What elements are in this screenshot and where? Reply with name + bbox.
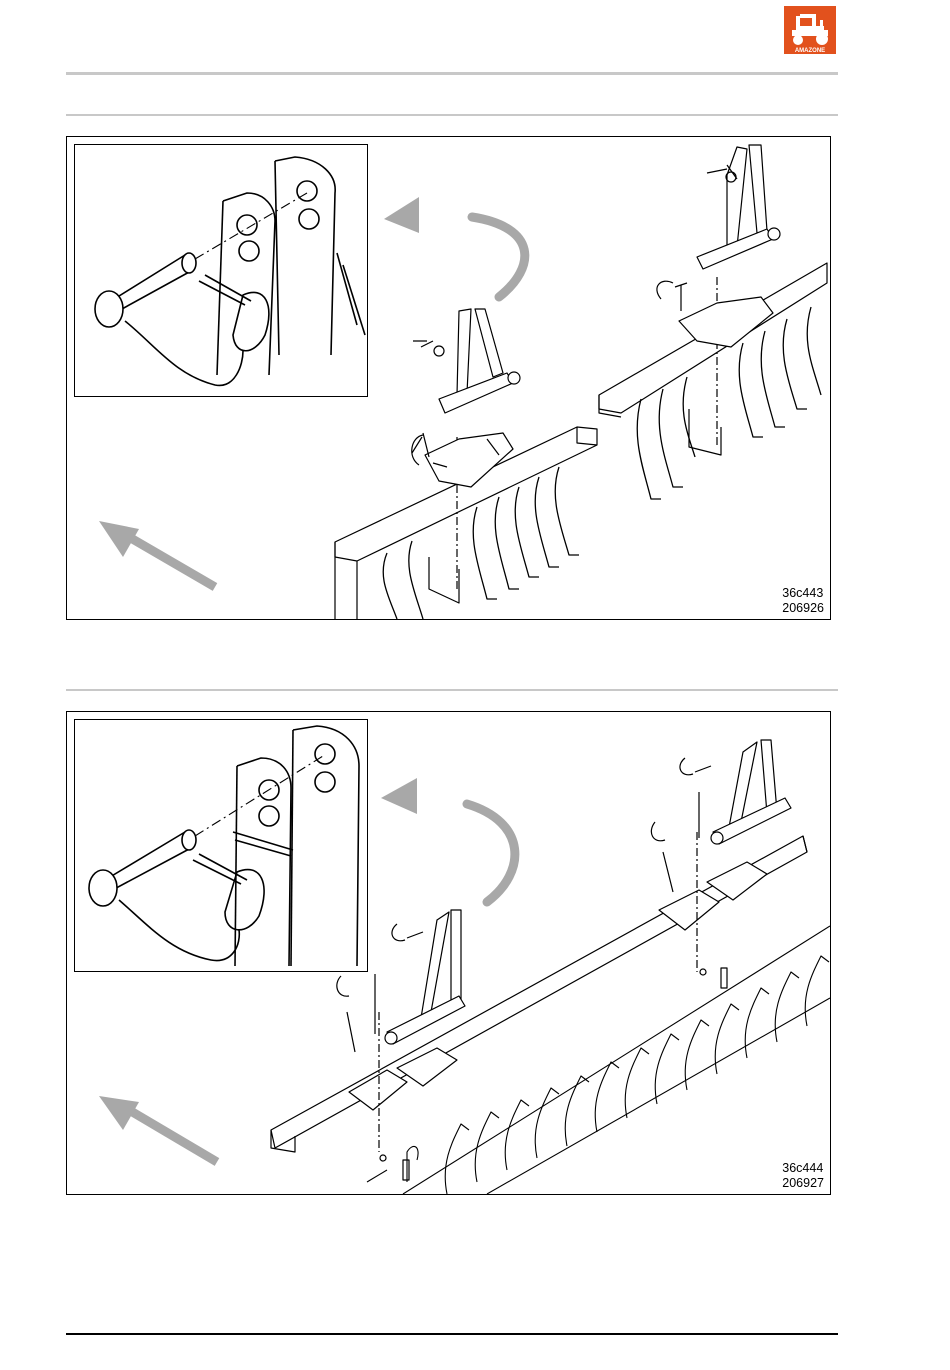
figure-code-line2: 206927 bbox=[782, 1176, 824, 1191]
figure-code-line1: 36c443 bbox=[782, 586, 824, 601]
section-rule bbox=[66, 114, 838, 116]
footer-rule bbox=[66, 1333, 838, 1335]
logo-text: AMAZONE bbox=[795, 48, 825, 54]
linch-pin-detail-icon bbox=[74, 144, 368, 397]
amazone-tractor-logo-icon: AMAZONE bbox=[784, 6, 836, 54]
header-rule bbox=[66, 72, 838, 75]
linch-pin-detail-icon bbox=[74, 719, 368, 972]
section-rule bbox=[66, 689, 838, 691]
figure-code: 36c444 206927 bbox=[782, 1161, 824, 1191]
figure-1: 36c443 206926 bbox=[66, 136, 831, 620]
figure-code: 36c443 206926 bbox=[782, 586, 824, 616]
figure-2: 36c444 206927 bbox=[66, 711, 831, 1195]
figure-code-line2: 206926 bbox=[782, 601, 824, 616]
figure-code-line1: 36c444 bbox=[782, 1161, 824, 1176]
